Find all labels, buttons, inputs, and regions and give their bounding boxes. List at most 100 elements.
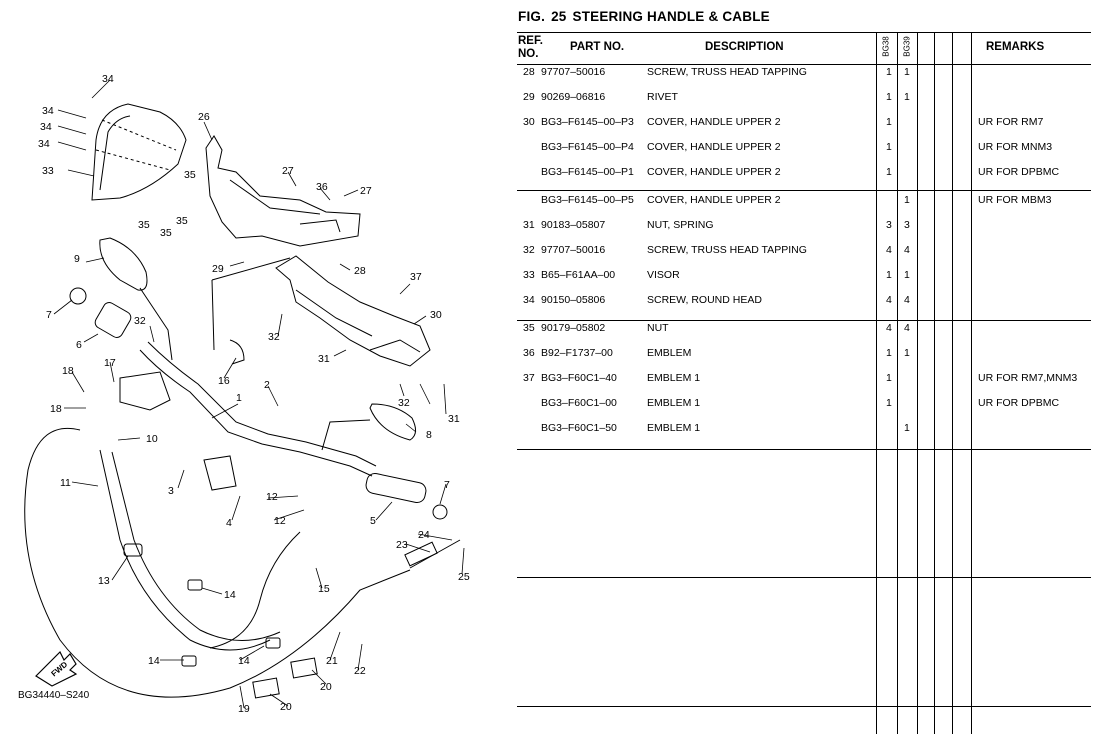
cell-ref: 37 (523, 372, 535, 384)
callout-4: 4 (226, 517, 232, 529)
callout-17: 17 (104, 357, 116, 369)
cell-part: BG3–F60C1–50 (541, 422, 617, 434)
cell-qty-1: 3 (886, 219, 892, 231)
header-model-2: BG39 (902, 36, 912, 57)
cell-qty-2: 1 (904, 66, 910, 78)
table-top-rule (517, 32, 1091, 33)
cell-desc: SCREW, ROUND HEAD (647, 294, 762, 306)
cell-qty-1: 1 (886, 269, 892, 281)
callout-20b: 20 (280, 701, 292, 713)
callout-35b: 35 (176, 215, 188, 227)
group-rule (517, 449, 1091, 450)
group-rule (517, 577, 1091, 578)
cell-part: 90269–06816 (541, 91, 606, 103)
cell-qty-1: 1 (886, 347, 892, 359)
leader-lines (53, 79, 465, 709)
callout-9: 9 (74, 253, 80, 265)
exploded-parts-diagram: FWD BG34440–S240 1 2 3 4 5 6 7 7 8 9 10 … (0, 0, 510, 734)
cell-ref: 31 (523, 219, 535, 231)
column-rule (934, 32, 935, 734)
callout-24: 24 (418, 529, 430, 541)
cell-ref: 29 (523, 91, 535, 103)
cell-qty-1: 4 (886, 322, 892, 334)
callout-29: 29 (212, 263, 224, 275)
callout-31a: 31 (318, 353, 330, 365)
callout-18b: 18 (50, 403, 62, 415)
cell-desc: COVER, HANDLE UPPER 2 (647, 116, 781, 128)
cell-qty-1: 1 (886, 66, 892, 78)
cell-qty-1: 1 (886, 91, 892, 103)
cell-desc: COVER, HANDLE UPPER 2 (647, 166, 781, 178)
callout-11: 11 (60, 477, 71, 489)
callout-14a: 14 (224, 589, 236, 601)
cell-ref: 33 (523, 269, 535, 281)
callout-13: 13 (98, 575, 110, 587)
callout-16: 16 (218, 375, 230, 387)
callout-22: 22 (354, 665, 366, 677)
cell-ref: 28 (523, 66, 535, 78)
header-model-1: BG38 (881, 36, 891, 57)
cell-qty-1: 4 (886, 294, 892, 306)
header-ref-no: REF. NO. (518, 35, 543, 60)
cell-qty-2: 3 (904, 219, 910, 231)
callout-34b: 34 (42, 105, 54, 117)
callout-35c: 35 (138, 219, 150, 231)
callout-33: 33 (42, 165, 54, 177)
callout-7b: 7 (444, 479, 450, 491)
cell-remarks: UR FOR MBM3 (978, 194, 1052, 206)
cell-part: 90183–05807 (541, 219, 606, 231)
cell-remarks: UR FOR DPBMC (978, 397, 1060, 409)
callout-25: 25 (458, 571, 470, 583)
header-part-no: PART NO. (570, 41, 625, 53)
cell-desc: SCREW, TRUSS HEAD TAPPING (647, 66, 807, 78)
diagram-code: BG34440–S240 (18, 690, 90, 701)
cell-ref: 34 (523, 294, 535, 306)
cell-qty-1: 1 (886, 116, 892, 128)
column-rule (952, 32, 953, 734)
callout-8: 8 (426, 429, 432, 441)
cell-remarks: UR FOR DPBMC (978, 166, 1060, 178)
cell-qty-1: 4 (886, 244, 892, 256)
callout-34d: 34 (38, 138, 50, 150)
callout-15: 15 (318, 583, 330, 595)
column-rule (876, 32, 877, 734)
cell-qty-2: 1 (904, 269, 910, 281)
upper-cover-drawing (205, 135, 361, 247)
callout-21: 21 (326, 655, 338, 667)
callout-10: 10 (146, 433, 158, 445)
callout-37: 37 (410, 271, 422, 283)
callout-7a: 7 (46, 309, 52, 321)
cell-part: BG3–F60C1–00 (541, 397, 617, 409)
callout-14c: 14 (238, 655, 250, 667)
mirror-drawings (99, 237, 416, 451)
bracket-drawing (211, 255, 431, 367)
callout-35d: 35 (160, 227, 172, 239)
cell-qty-2: 1 (904, 347, 910, 359)
visor-drawing (91, 103, 187, 201)
callout-5: 5 (370, 515, 376, 527)
cell-qty-2: 4 (904, 294, 910, 306)
cell-qty-2: 4 (904, 322, 910, 334)
header-description: DESCRIPTION (705, 41, 784, 53)
callout-35a: 35 (184, 169, 196, 181)
callout-2: 2 (264, 379, 270, 391)
callout-36: 36 (316, 181, 328, 193)
callout-1: 1 (236, 392, 242, 404)
figure-label: FIG. (518, 9, 546, 24)
header-remarks: REMARKS (986, 41, 1045, 53)
callout-32b: 32 (398, 397, 410, 409)
cell-qty-1: 1 (886, 166, 892, 178)
cell-desc: COVER, HANDLE UPPER 2 (647, 194, 781, 206)
callout-32a: 32 (268, 331, 280, 343)
header-bottom-rule (517, 64, 1091, 65)
cell-part: BG3–F60C1–40 (541, 372, 617, 384)
cell-desc: SCREW, TRUSS HEAD TAPPING (647, 244, 807, 256)
cell-part: BG3–F6145–00–P4 (541, 141, 634, 153)
cell-qty-2: 1 (904, 194, 910, 206)
callout-20a: 20 (320, 681, 332, 693)
column-rule (971, 32, 972, 734)
callout-28: 28 (354, 265, 366, 277)
callout-32c: 32 (134, 315, 146, 327)
cell-desc: COVER, HANDLE UPPER 2 (647, 141, 781, 153)
